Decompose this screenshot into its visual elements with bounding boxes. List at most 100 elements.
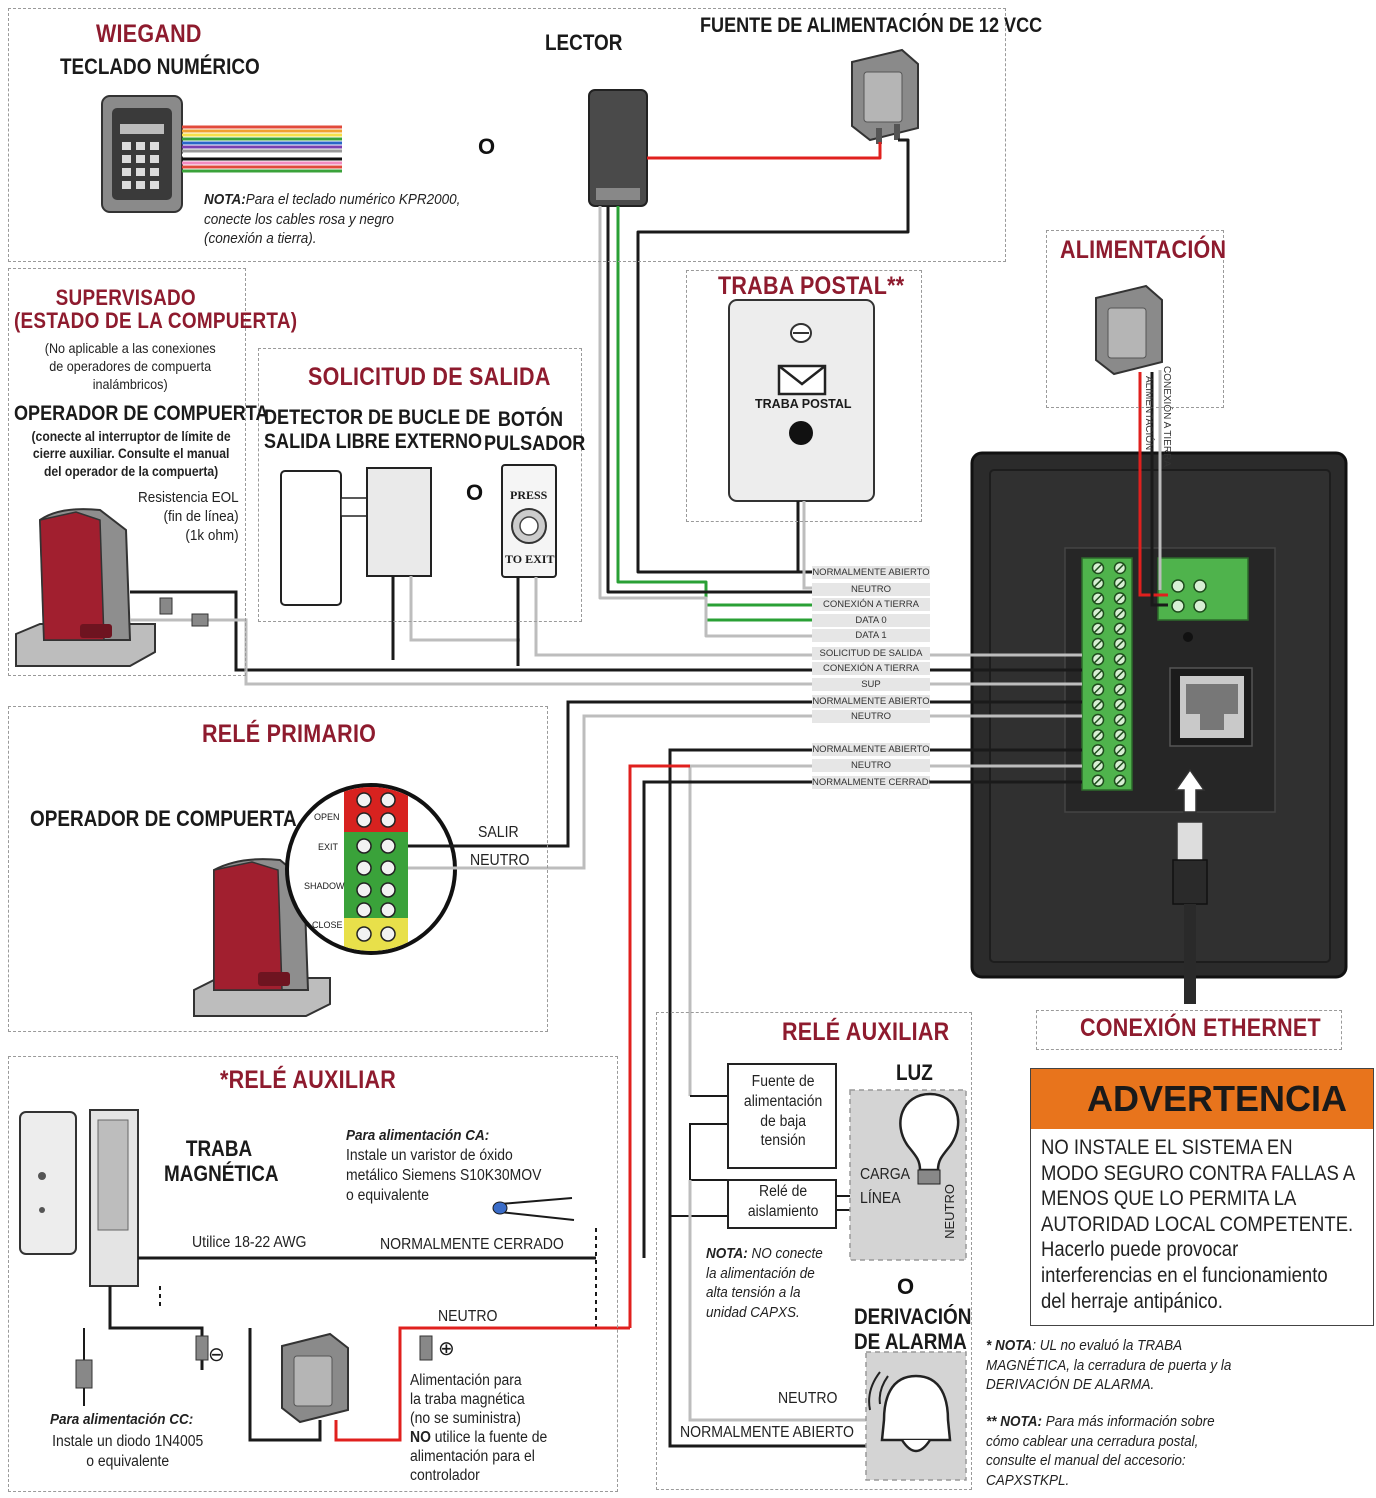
- section-ethernet: [1036, 1010, 1342, 1050]
- mail-lock-footnote: ** NOTA: Para más información sobre cómo…: [986, 1413, 1215, 1489]
- eol-resistor-label: Resistencia EOL(fin de línea)(1k ohm): [138, 489, 239, 545]
- push-button-exit-text: TO EXIT: [505, 552, 555, 566]
- alarm-neutral-label: NEUTRO: [778, 1390, 838, 1407]
- wiegand-note: NOTA:Para el teclado numérico KPR2000, c…: [204, 191, 461, 247]
- primary-relay-title: RELÉ PRIMARIO: [202, 720, 377, 748]
- terminal-label: SUP: [812, 678, 930, 691]
- psu-12v-label: FUENTE DE ALIMENTACIÓN DE 12 VCC: [700, 14, 1043, 37]
- alarm-no-label: NORMALMENTE ABIERTO: [680, 1424, 854, 1441]
- power-terminal-screw: [1193, 599, 1207, 613]
- ac-power-title: Para alimentación CA:: [346, 1127, 490, 1144]
- ul-footnote: * NOTA: UL no evaluó la TRABA MAGNÉTICA,…: [986, 1337, 1232, 1393]
- section-mail-lock: [686, 270, 922, 522]
- terminal-label: NORMALMENTE CERRADO: [812, 776, 930, 789]
- light-bulb-icon: [899, 1092, 960, 1185]
- terminal-label: NORMALMENTE ABIERTO: [812, 743, 930, 756]
- load-label: CARGA: [860, 1166, 911, 1183]
- relay-screw: [380, 860, 396, 876]
- line-label: LÍNEA: [860, 1190, 901, 1207]
- aux-relay-right-title: RELÉ AUXILIAR: [782, 1018, 950, 1046]
- relay-screw: [380, 902, 396, 918]
- push-button-press-text: PRESS: [510, 488, 548, 502]
- mail-lock-device: [728, 299, 875, 502]
- wires-supervised: [130, 590, 1082, 686]
- terminal-label: CONEXIÓN A TIERRA: [812, 662, 930, 675]
- maglock-neutral-label: NEUTRO: [438, 1308, 498, 1325]
- terminal-label: NEUTRO: [812, 710, 930, 723]
- push-button-device: [501, 464, 557, 578]
- light-neutral-label: NEUTRO: [942, 1184, 957, 1239]
- relay-screw: [356, 838, 372, 854]
- terminal-label: SOLICITUD DE SALIDA: [812, 647, 930, 660]
- section-aux-relay-left: [8, 1056, 618, 1492]
- warning-box: ADVERTENCIA NO INSTALE EL SISTEMA EN MOD…: [1030, 1068, 1374, 1326]
- high-voltage-note: NOTA: NO conecte la alimentación de alta…: [706, 1245, 823, 1321]
- reader-label: LECTOR: [545, 30, 623, 55]
- keypad-label: TECLADO NUMÉRICO: [60, 54, 260, 79]
- relay-screw: [356, 926, 372, 942]
- wiegand-title: WIEGAND: [96, 20, 202, 48]
- section-supervised: [8, 268, 246, 676]
- minus-icon: ⊖: [208, 1344, 225, 1366]
- supervised-title: SUPERVISADO(ESTADO DE LA COMPUERTA): [14, 285, 298, 334]
- aux-relay-left-title: *RELÉ AUXILIAR: [220, 1066, 397, 1094]
- relay-screw: [380, 882, 396, 898]
- terminal-label: CONEXIÓN A TIERRA: [812, 598, 930, 611]
- relay-screw: [356, 882, 372, 898]
- wires-power: [1138, 370, 1168, 607]
- section-aux-relay-right: [656, 1012, 972, 1490]
- wires-reader: [598, 138, 910, 638]
- power-terminal-screw: [1193, 579, 1207, 593]
- section-wiegand: [8, 8, 1006, 262]
- psu-12v-device: [851, 48, 919, 144]
- wires-mail-lock: [796, 501, 815, 590]
- terminal-label: DATA 1: [812, 629, 930, 642]
- awg-label: Utilice 18-22 AWG: [192, 1234, 307, 1251]
- section-primary-relay: [8, 706, 548, 1032]
- relay-screw: [356, 902, 372, 918]
- power-terminal-screw: [1171, 599, 1185, 613]
- terminal-label: NEUTRO: [812, 583, 930, 596]
- relay-screw: [380, 926, 396, 942]
- wire-label-neutral: NEUTRO: [470, 852, 530, 869]
- warning-header: ADVERTENCIA: [1031, 1069, 1373, 1129]
- mail-lock-device-label: TRABA POSTAL: [755, 397, 852, 411]
- gate-operator-primary: [193, 858, 331, 1017]
- relay-screw: [356, 860, 372, 876]
- maglock-psu-note: Alimentación para la traba magnética (no…: [410, 1372, 548, 1484]
- section-exit-request: [258, 348, 582, 622]
- arrow-up-icon: [1174, 768, 1206, 813]
- relay-label-open: OPEN: [314, 812, 340, 822]
- keypad-device: [101, 95, 183, 213]
- loop-detector-device: [280, 467, 432, 606]
- power-wire-label-ground: CONEXIÓN A TIERRA: [1161, 366, 1172, 467]
- maglock-psu-device: [281, 1332, 349, 1424]
- power-terminal-screw: [1171, 579, 1185, 593]
- relay-screw: [380, 838, 396, 854]
- power-title: ALIMENTACIÓN: [1060, 236, 1227, 264]
- wires-maglock: [75, 1197, 630, 1442]
- mail-lock-title: TRABA POSTAL**: [718, 272, 905, 300]
- exit-request-or: O: [466, 480, 484, 505]
- alarm-bell-icon: [868, 1371, 952, 1453]
- plus-icon: ⊕: [438, 1338, 455, 1360]
- relay-label-shadow: SHADOW: [304, 881, 345, 891]
- relay-screw: [356, 812, 372, 828]
- dc-power-title: Para alimentación CC:: [50, 1411, 194, 1428]
- light-label: LUZ: [896, 1060, 933, 1085]
- section-power: [1046, 230, 1224, 408]
- relay-screw: [380, 812, 396, 828]
- power-wire-label-feed: ALIMENTACIÓN: [1143, 376, 1154, 451]
- ethernet-title: CONEXIÓN ETHERNET: [1080, 1014, 1321, 1042]
- warning-title: ADVERTENCIA: [1087, 1078, 1348, 1119]
- relay-screw: [356, 792, 372, 808]
